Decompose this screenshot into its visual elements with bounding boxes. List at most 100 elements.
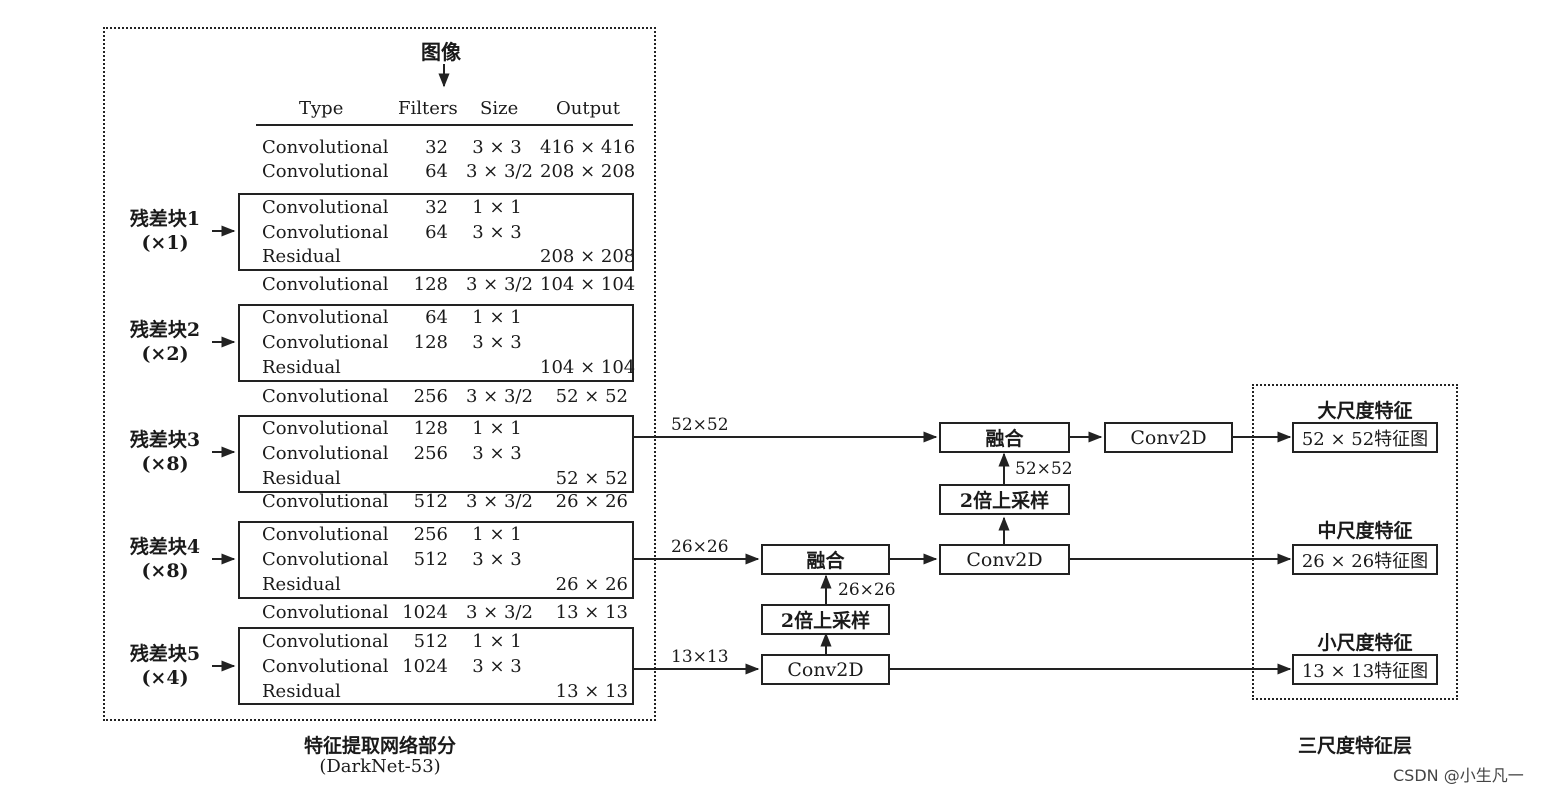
cell-size: 3 × 3 (472, 549, 522, 570)
cell-size: 3 × 3/2 (466, 491, 533, 512)
cell-type: Convolutional (262, 602, 389, 623)
cell-type: Convolutional (262, 386, 389, 407)
cell-size: 3 × 3/2 (466, 161, 533, 182)
cell-type: Convolutional (262, 161, 389, 182)
cell-size: 1 × 1 (472, 631, 522, 652)
cell-filters: 1024 (402, 602, 448, 623)
block-name: 残差块2 (129, 319, 201, 341)
cell-size: 3 × 3 (472, 222, 522, 243)
cell-type: Convolutional (262, 197, 389, 218)
residual-block-4-label: 残差块4(×8) (124, 535, 206, 583)
block-repeat: (×8) (141, 453, 189, 475)
residual-block-3-label: 残差块3(×8) (124, 428, 206, 476)
cell-type: Residual (262, 574, 341, 595)
block-repeat: (×2) (141, 343, 189, 365)
col-header-filters: Filters (398, 98, 458, 119)
cell-type: Convolutional (262, 491, 389, 512)
output-panel-title: 三尺度特征层 (1297, 735, 1412, 757)
cell-type: Convolutional (262, 631, 389, 652)
cell-filters: 64 (425, 161, 448, 182)
backbone-frame (103, 27, 656, 721)
cell-type: Convolutional (262, 524, 389, 545)
cell-size: 3 × 3 (472, 137, 522, 158)
residual-block-1-label: 残差块1(×1) (124, 207, 206, 255)
cell-output: 52 × 52 (555, 386, 628, 407)
fuse-mid-node: 融合 (761, 544, 890, 575)
cell-filters: 128 (413, 418, 448, 439)
residual-block-3-box (238, 415, 634, 493)
watermark: CSDN @小生凡一 (1393, 766, 1524, 785)
cell-size: 1 × 1 (472, 197, 522, 218)
cell-filters: 256 (413, 524, 448, 545)
conv2d-mid-node: Conv2D (939, 544, 1070, 575)
edge-label-13: 13×13 (671, 647, 729, 667)
cell-type: Convolutional (262, 307, 389, 328)
backbone-subtitle: (DarkNet-53) (319, 756, 441, 777)
cell-type: Convolutional (262, 332, 389, 353)
cell-type: Convolutional (262, 549, 389, 570)
cell-output: 13 × 13 (555, 602, 628, 623)
fuse-large-node: 融合 (939, 422, 1070, 453)
residual-block-2-box (238, 304, 634, 382)
output-title-large: 大尺度特征 (1317, 400, 1413, 422)
upsample-large-node: 2倍上采样 (939, 484, 1070, 515)
cell-output: 416 × 416 (540, 137, 636, 158)
cell-size: 1 × 1 (472, 524, 522, 545)
cell-filters: 128 (413, 332, 448, 353)
output-box-mid: 26 × 26特征图 (1292, 544, 1438, 575)
output-box-small: 13 × 13特征图 (1292, 654, 1438, 685)
col-header-output: Output (556, 98, 620, 119)
backbone-title: 特征提取网络部分 (303, 735, 456, 757)
conv2d-small-node: Conv2D (761, 654, 890, 685)
cell-type: Residual (262, 468, 341, 489)
cell-size: 3 × 3/2 (466, 274, 533, 295)
cell-type: Residual (262, 681, 341, 702)
cell-type: Residual (262, 246, 341, 267)
block-repeat: (×4) (141, 667, 189, 689)
input-image-label: 图像 (421, 40, 461, 64)
cell-size: 1 × 1 (472, 418, 522, 439)
cell-size: 3 × 3 (472, 332, 522, 353)
residual-block-4-box (238, 521, 634, 599)
output-box-large: 52 × 52特征图 (1292, 422, 1438, 453)
cell-filters: 32 (425, 137, 448, 158)
block-name: 残差块1 (129, 208, 201, 230)
block-name: 残差块3 (129, 429, 201, 451)
cell-output: 52 × 52 (555, 468, 628, 489)
residual-block-1-box (238, 193, 634, 271)
cell-filters: 256 (413, 386, 448, 407)
cell-type: Convolutional (262, 222, 389, 243)
cell-filters: 64 (425, 222, 448, 243)
edge-label-26: 26×26 (671, 537, 729, 557)
cell-output: 104 × 104 (540, 274, 636, 295)
edge-label-52: 52×52 (671, 415, 729, 435)
header-rule (256, 124, 633, 126)
cell-filters: 256 (413, 443, 448, 464)
output-title-mid: 中尺度特征 (1317, 520, 1413, 542)
cell-output: 208 × 208 (540, 246, 636, 267)
cell-type: Convolutional (262, 137, 389, 158)
cell-filters: 512 (413, 631, 448, 652)
cell-type: Convolutional (262, 274, 389, 295)
residual-block-2-label: 残差块2(×2) (124, 318, 206, 366)
upsample-mid-node: 2倍上采样 (761, 604, 890, 635)
cell-size: 3 × 3/2 (466, 386, 533, 407)
cell-type: Convolutional (262, 418, 389, 439)
block-repeat: (×8) (141, 560, 189, 582)
cell-output: 26 × 26 (555, 491, 628, 512)
edge-label-upsample-26: 26×26 (838, 580, 896, 600)
col-header-size: Size (480, 98, 519, 119)
conv2d-large-node: Conv2D (1104, 422, 1233, 453)
output-title-small: 小尺度特征 (1317, 632, 1413, 654)
cell-size: 3 × 3 (472, 656, 522, 677)
cell-filters: 512 (413, 549, 448, 570)
cell-output: 13 × 13 (555, 681, 628, 702)
cell-size: 3 × 3 (472, 443, 522, 464)
residual-block-5-label: 残差块5(×4) (124, 642, 206, 690)
cell-filters: 512 (413, 491, 448, 512)
output-panel-frame (1252, 384, 1458, 700)
cell-filters: 64 (425, 307, 448, 328)
cell-type: Residual (262, 357, 341, 378)
col-header-type: Type (299, 98, 344, 119)
